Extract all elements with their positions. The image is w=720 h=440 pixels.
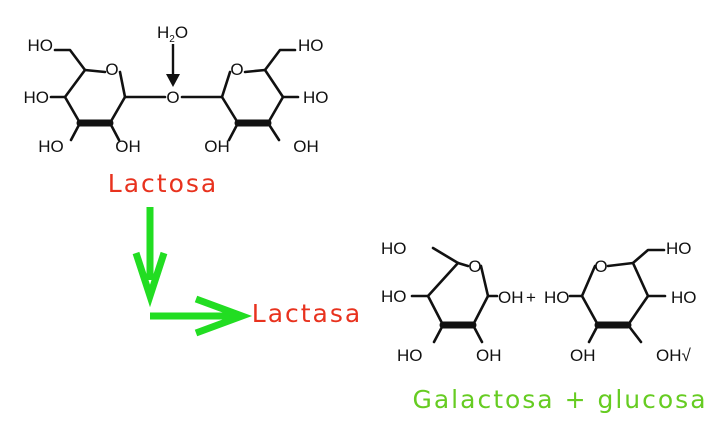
hydroxyl-label: HO — [397, 346, 423, 365]
substrate-label: Lactosa — [108, 169, 218, 198]
enzyme-label: Lactasa — [252, 299, 362, 328]
lactose-galactose-ring: O HO HO HO OH — [24, 36, 141, 156]
ch2oh-label: HO — [381, 239, 407, 258]
water-formula: H2O — [157, 23, 188, 45]
anomeric-hydroxyl-label: OH — [498, 288, 524, 307]
hydroxyl-label: HO — [38, 137, 64, 156]
hydroxyl-label: HO — [381, 287, 407, 306]
green-bent-arrow-icon — [132, 207, 253, 337]
ring-oxygen-label: O — [105, 60, 118, 79]
ring-oxygen-label: O — [594, 257, 607, 276]
glucose-molecule: O HO HO HO OH OH√ — [544, 239, 697, 365]
water-reagent: H2O — [157, 23, 188, 45]
bridge-oxygen-label: O — [166, 88, 179, 107]
hydroxyl-label: OH — [204, 137, 230, 156]
hydroxyl-label: OH — [570, 346, 596, 365]
ch2oh-label: HO — [298, 36, 324, 55]
hydroxyl-label: HO — [671, 288, 697, 307]
down-arrow-icon — [166, 44, 180, 87]
hydroxyl-label: OH√ — [656, 346, 692, 365]
ring-oxygen-label: O — [468, 257, 481, 276]
galactose-molecule: O HO HO HO OH OH — [381, 239, 524, 365]
hydroxyl-label: HO — [24, 88, 50, 107]
products-label: Galactosa + glucosa — [412, 385, 707, 414]
hydroxyl-label: OH — [115, 137, 141, 156]
plus-sign: + — [526, 288, 536, 307]
anomeric-hydroxyl-label: HO — [544, 288, 570, 307]
ch2oh-label: HO — [28, 36, 54, 55]
ch2oh-label: HO — [666, 239, 692, 258]
hydroxyl-label: HO — [303, 88, 329, 107]
lactose-glucose-ring: O HO HO OH OH — [204, 36, 328, 156]
hydroxyl-label: OH — [476, 346, 502, 365]
ring-oxygen-label: O — [230, 60, 243, 79]
lactose-molecule: O HO HO HO OH O O HO HO OH OH — [24, 36, 329, 156]
hydroxyl-label: OH — [293, 137, 319, 156]
